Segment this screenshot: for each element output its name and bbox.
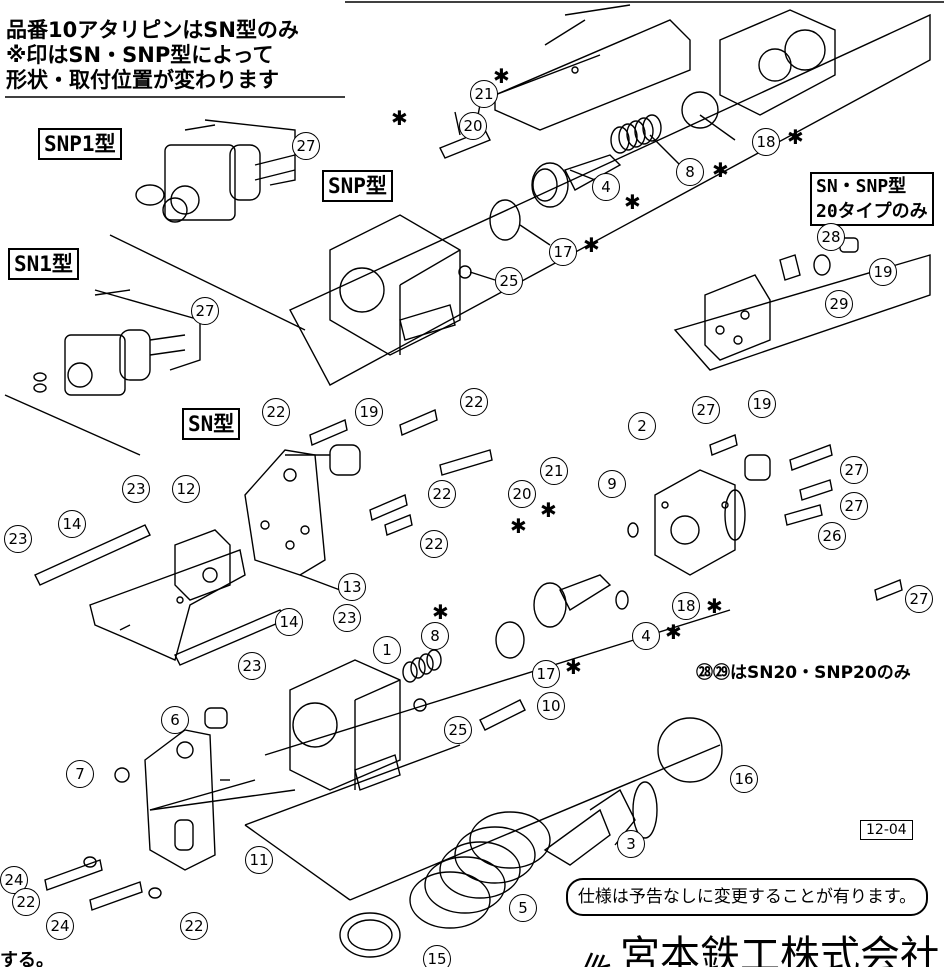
callout-13: 13 (338, 573, 366, 601)
callout-27a: 27 (692, 396, 720, 424)
snp-block (329, 214, 461, 356)
page-code: 12-04 (860, 820, 913, 840)
company-name-text: 宮本鉄工株式会社 (620, 933, 940, 967)
callout-27c: 27 (840, 492, 868, 520)
clamp-15 (339, 912, 401, 958)
label-sn-snp-20: SN・SNP型 20タイプのみ (810, 172, 934, 226)
callout-23a: 23 (122, 475, 150, 503)
callout-1: 1 (373, 636, 401, 664)
callout-6: 6 (161, 706, 189, 734)
callout-25-top: 25 (495, 267, 523, 295)
sn-bolts (309, 409, 493, 536)
callout-15: 15 (423, 945, 451, 967)
callout-4-sn: 4 (632, 622, 660, 650)
callout-24b: 24 (46, 912, 74, 940)
star-mark: ✱ (540, 498, 557, 522)
callout-5: 5 (509, 894, 537, 922)
callout-21: 21 (470, 80, 498, 108)
callout-20-sn: 20 (508, 480, 536, 508)
company-logo-icon (580, 944, 620, 967)
spring-5 (409, 811, 551, 929)
snp-bracket (494, 4, 691, 131)
callout-18-top: 18 (752, 128, 780, 156)
plate-11 (144, 729, 216, 871)
callout-12: 12 (172, 475, 200, 503)
callout-19-sn: 19 (355, 398, 383, 426)
star-mark: ✱ (706, 594, 723, 618)
callout-17-sn: 17 (532, 660, 560, 688)
callout-14a: 14 (58, 510, 86, 538)
sn-frame (34, 524, 286, 666)
callout-18-sn: 18 (672, 592, 700, 620)
callout-14b: 14 (275, 608, 303, 636)
callout-8-top: 8 (676, 158, 704, 186)
sn-block (289, 659, 401, 791)
snp-flange (681, 9, 836, 129)
footer-left-text: する。 (0, 950, 54, 967)
star-mark: ✱ (510, 514, 527, 538)
note-line-1: 品番10アタリピンはSN型のみ (6, 18, 299, 42)
callout-9: 9 (598, 470, 626, 498)
snp-spring (610, 114, 662, 154)
callout-27d: 27 (905, 585, 933, 613)
sn1-body (33, 289, 201, 396)
label-sn: SN型 (182, 408, 241, 440)
callout-22e: 22 (12, 888, 40, 916)
callout-19-sn2: 19 (748, 390, 776, 418)
callout-29: 29 (825, 290, 853, 318)
star-mark: ✱ (583, 233, 600, 257)
callout-27-snp1: 27 (292, 132, 320, 160)
star-mark: ✱ (565, 655, 582, 679)
callout-27-sn1: 27 (191, 297, 219, 325)
star-mark: ✱ (493, 64, 510, 88)
callout-8-sn: 8 (421, 622, 449, 650)
star-mark: ✱ (391, 106, 408, 130)
snp1-body (135, 119, 296, 223)
star-mark: ✱ (624, 190, 641, 214)
sn-flange (654, 469, 746, 576)
callout-22d: 22 (420, 530, 448, 558)
callout-7: 7 (66, 760, 94, 788)
callout-20: 20 (459, 112, 487, 140)
callout-11: 11 (245, 846, 273, 874)
sn20-plate (704, 274, 771, 361)
callout-23c: 23 (333, 604, 361, 632)
label-snp: SNP型 (322, 170, 393, 202)
star-mark: ✱ (787, 125, 804, 149)
note-line-3: 形状・取付位置が変わります (6, 68, 279, 92)
callout-25-sn: 25 (444, 716, 472, 744)
sn-plunger (533, 574, 612, 628)
star-mark: ✱ (432, 600, 449, 624)
star-mark: ✱ (712, 158, 729, 182)
callout-22c: 22 (428, 480, 456, 508)
callout-27b: 27 (840, 456, 868, 484)
spec-notice: 仕様は予告なしに変更することが有ります。 (566, 878, 928, 916)
label-sn1: SN1型 (8, 248, 79, 280)
callout-23b: 23 (4, 525, 32, 553)
callout-3: 3 (617, 830, 645, 858)
callout-4-top: 4 (592, 173, 620, 201)
callout-28: 28 (817, 223, 845, 251)
callout-22f: 22 (180, 912, 208, 940)
sn-end-plate (244, 449, 326, 576)
company-name: 宮本鉄工株式会社 (580, 936, 940, 967)
callout-26: 26 (818, 522, 846, 550)
snp-plunger (531, 154, 622, 208)
callout-10: 10 (537, 692, 565, 720)
footnote-28-29: ㉘㉙はSN20・SNP20のみ (696, 663, 911, 683)
callout-21-sn: 21 (540, 457, 568, 485)
star-mark: ✱ (665, 620, 682, 644)
callout-22b: 22 (460, 388, 488, 416)
callout-17-top: 17 (549, 238, 577, 266)
note-line-2: ※印はSN・SNP型によって (6, 43, 274, 67)
callout-23d: 23 (238, 652, 266, 680)
callout-2: 2 (628, 412, 656, 440)
label-snp1: SNP1型 (38, 128, 122, 160)
callout-19-top: 19 (869, 258, 897, 286)
callout-22a: 22 (262, 398, 290, 426)
callout-16: 16 (730, 765, 758, 793)
